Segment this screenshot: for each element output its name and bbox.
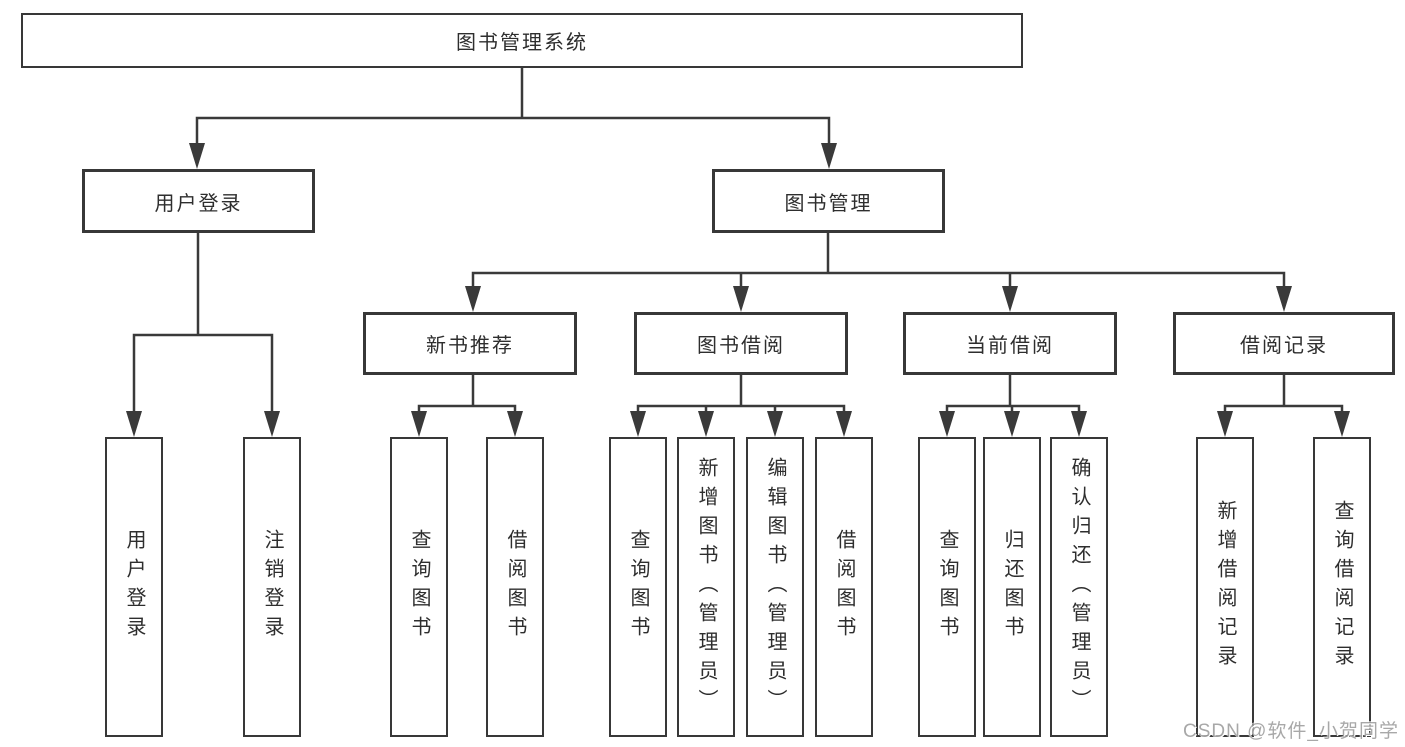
leaf-label: 编辑图书（管理员） [764, 456, 786, 718]
leaf-query-books-borrowing: 查询图书 [609, 437, 667, 737]
leaf-query-borrow-record: 查询借阅记录 [1313, 437, 1371, 737]
leaf-label: 归还图书 [1001, 529, 1023, 645]
leaf-borrow-books: 借阅图书 [815, 437, 873, 737]
node-user-login: 用户登录 [82, 169, 315, 233]
leaf-label: 确认归还（管理员） [1068, 456, 1090, 718]
watermark: CSDN @软件_小贺同学 [1183, 721, 1399, 742]
leaf-user-login: 用户登录 [105, 437, 163, 737]
leaf-label: 借阅图书 [833, 529, 855, 645]
leaf-add-book-admin: 新增图书（管理员） [677, 437, 735, 737]
leaf-label: 注销登录 [261, 529, 283, 645]
leaf-query-books-current: 查询图书 [918, 437, 976, 737]
leaf-query-books-recommend: 查询图书 [390, 437, 448, 737]
leaf-label: 查询图书 [627, 529, 649, 645]
node-new-book-recommend: 新书推荐 [363, 312, 577, 375]
leaf-label: 查询借阅记录 [1331, 500, 1353, 674]
leaf-return-book: 归还图书 [983, 437, 1041, 737]
node-book-management: 图书管理 [712, 169, 945, 233]
leaf-label: 查询图书 [936, 529, 958, 645]
leaf-label: 借阅图书 [504, 529, 526, 645]
leaf-label: 新增借阅记录 [1214, 500, 1236, 674]
leaf-label: 查询图书 [408, 529, 430, 645]
leaf-edit-book-admin: 编辑图书（管理员） [746, 437, 804, 737]
leaf-logout: 注销登录 [243, 437, 301, 737]
leaf-add-borrow-record: 新增借阅记录 [1196, 437, 1254, 737]
leaf-confirm-return-admin: 确认归还（管理员） [1050, 437, 1108, 737]
node-current-borrowing: 当前借阅 [903, 312, 1117, 375]
leaf-borrow-books-recommend: 借阅图书 [486, 437, 544, 737]
node-book-borrowing: 图书借阅 [634, 312, 848, 375]
node-root: 图书管理系统 [21, 13, 1023, 68]
leaf-label: 用户登录 [123, 529, 145, 645]
leaf-label: 新增图书（管理员） [695, 456, 717, 718]
node-borrowing-records: 借阅记录 [1173, 312, 1395, 375]
